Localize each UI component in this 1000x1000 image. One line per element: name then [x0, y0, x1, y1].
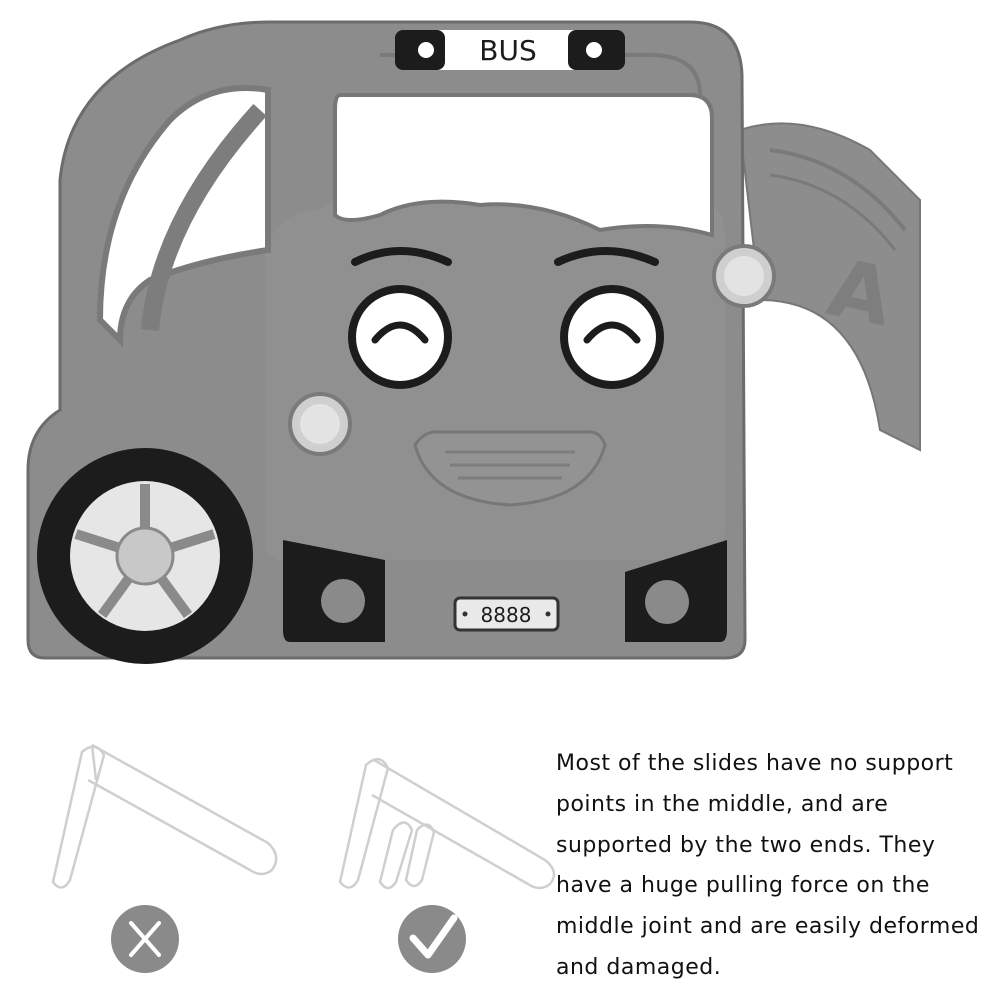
caption-line: have a huge pulling force on the	[556, 873, 930, 899]
unsupported-slide-diagram	[51, 743, 278, 889]
bus-face	[348, 247, 664, 507]
caption-line: Most of the slides have no support	[556, 751, 954, 776]
caption-line: and damaged.	[556, 954, 722, 980]
slide-chute: A	[738, 122, 921, 452]
plate-number: 8888	[481, 603, 532, 627]
right-headlight	[625, 540, 727, 642]
license-plate: 8888	[453, 596, 560, 632]
bolt-icon	[712, 244, 776, 308]
bus-sign: BUS	[395, 30, 625, 70]
caption-line: points in the middle, and are	[556, 791, 889, 817]
left-headlight	[283, 540, 385, 642]
cross-icon	[111, 905, 179, 973]
support-caption: Most of the slides have no support point…	[556, 744, 986, 989]
check-icon	[398, 905, 466, 973]
caption-line: middle joint and are easily deformed	[556, 914, 980, 940]
bolt-icon	[288, 392, 352, 456]
bus-sign-text: BUS	[479, 34, 536, 67]
wheel	[37, 448, 253, 664]
supported-slide-diagram	[338, 758, 556, 890]
smile-mouth	[413, 430, 607, 507]
caption-line: supported by the two ends. They	[556, 832, 936, 858]
